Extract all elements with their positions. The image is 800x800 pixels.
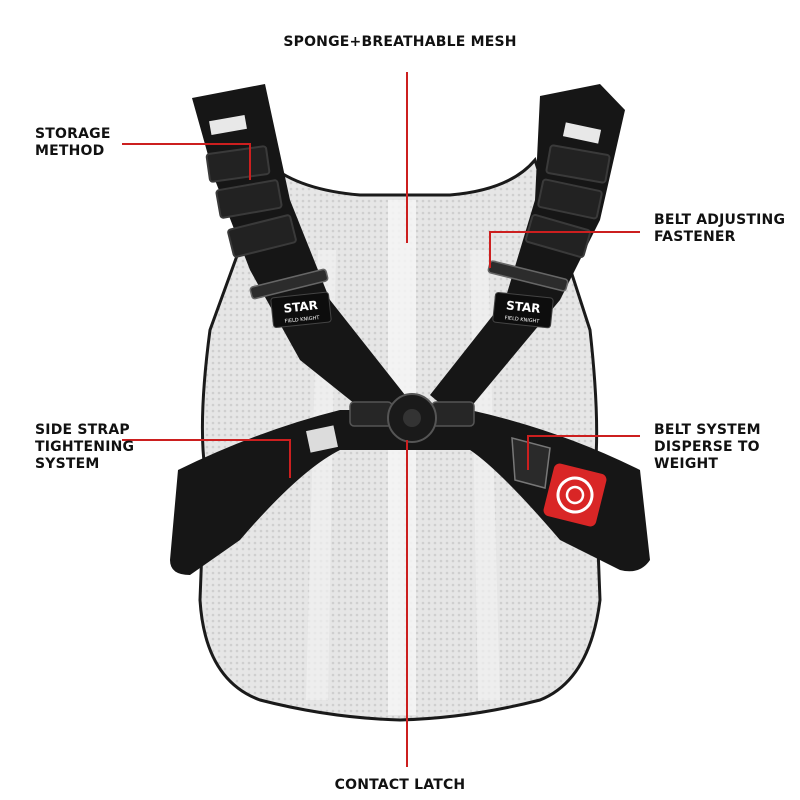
brand-logo-right-text: STAR — [505, 298, 541, 316]
buckle-left — [249, 268, 329, 300]
label-storage-method: STORAGE METHOD — [35, 126, 111, 159]
brand-logo-left: STAR FIELD KNIGHT — [270, 291, 332, 329]
brand-logo-right-subtext: FIELD KNIGHT — [504, 315, 540, 325]
callout-line-storage — [122, 143, 251, 180]
storage-pockets-left — [205, 145, 297, 258]
callout-line-side-strap — [122, 439, 291, 478]
mesh-center-band — [388, 200, 416, 715]
belt-system-hook — [511, 437, 551, 489]
side-release-buckle-right — [431, 401, 475, 427]
callout-lines — [122, 72, 640, 767]
reflective-patch-left — [209, 114, 247, 136]
contact-latch-center — [403, 409, 421, 427]
side-release-buckle-left — [349, 401, 393, 427]
label-belt-system: BELT SYSTEM DISPERSE TO WEIGHT — [654, 422, 761, 472]
label-side-strap: SIDE STRAP TIGHTENING SYSTEM — [35, 422, 135, 472]
side-strap-reflective — [306, 425, 338, 453]
callout-line-belt-adjusting — [489, 231, 640, 268]
label-contact-latch: CONTACT LATCH — [334, 777, 466, 793]
brand-logo-left-text: STAR — [283, 298, 319, 316]
reflective-patch-right — [562, 122, 602, 144]
label-sponge-mesh: SPONGE+BREATHABLE MESH — [283, 34, 517, 50]
brand-logo-left-subtext: FIELD KNIGHT — [284, 315, 320, 325]
callout-line-belt-system — [527, 435, 640, 470]
label-belt-adjusting-fastener: BELT ADJUSTING FASTENER — [654, 212, 786, 245]
storage-pockets-right — [525, 144, 611, 259]
red-brand-badge — [543, 463, 607, 527]
brand-logo-right: STAR FIELD KNIGHT — [492, 291, 554, 329]
